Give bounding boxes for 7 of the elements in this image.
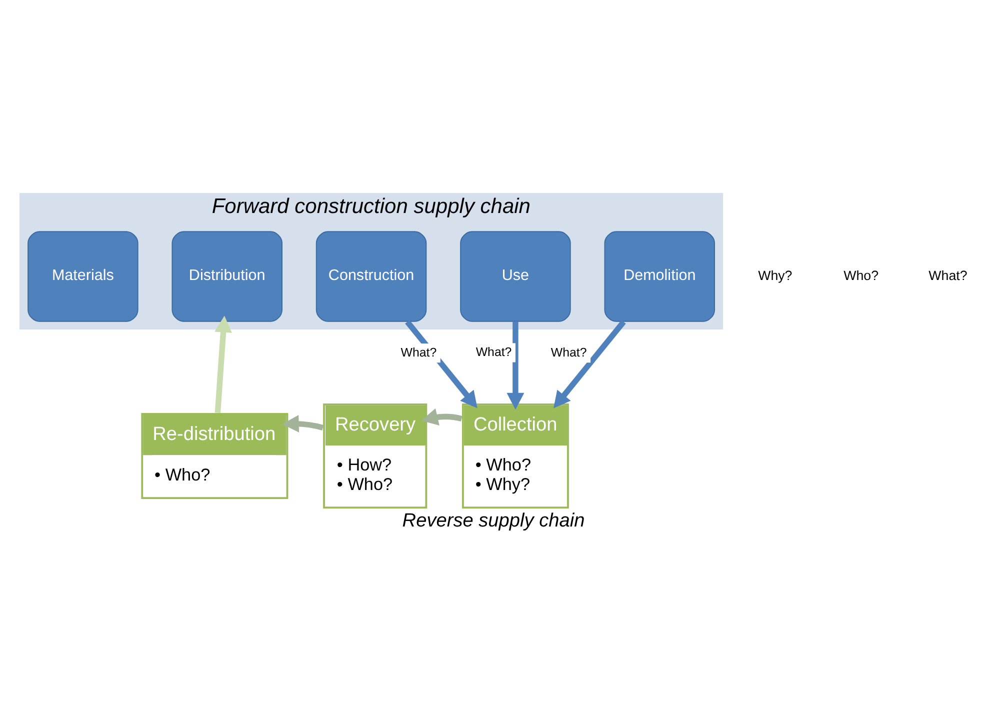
label: What?	[928, 268, 968, 283]
edge-label: What?	[550, 344, 587, 359]
edge-label: What?	[400, 344, 437, 359]
caption: Reverse supply chain	[402, 510, 585, 532]
label: Who?	[844, 268, 879, 283]
label: Why?	[758, 268, 792, 283]
edge-label: What?	[476, 344, 512, 358]
